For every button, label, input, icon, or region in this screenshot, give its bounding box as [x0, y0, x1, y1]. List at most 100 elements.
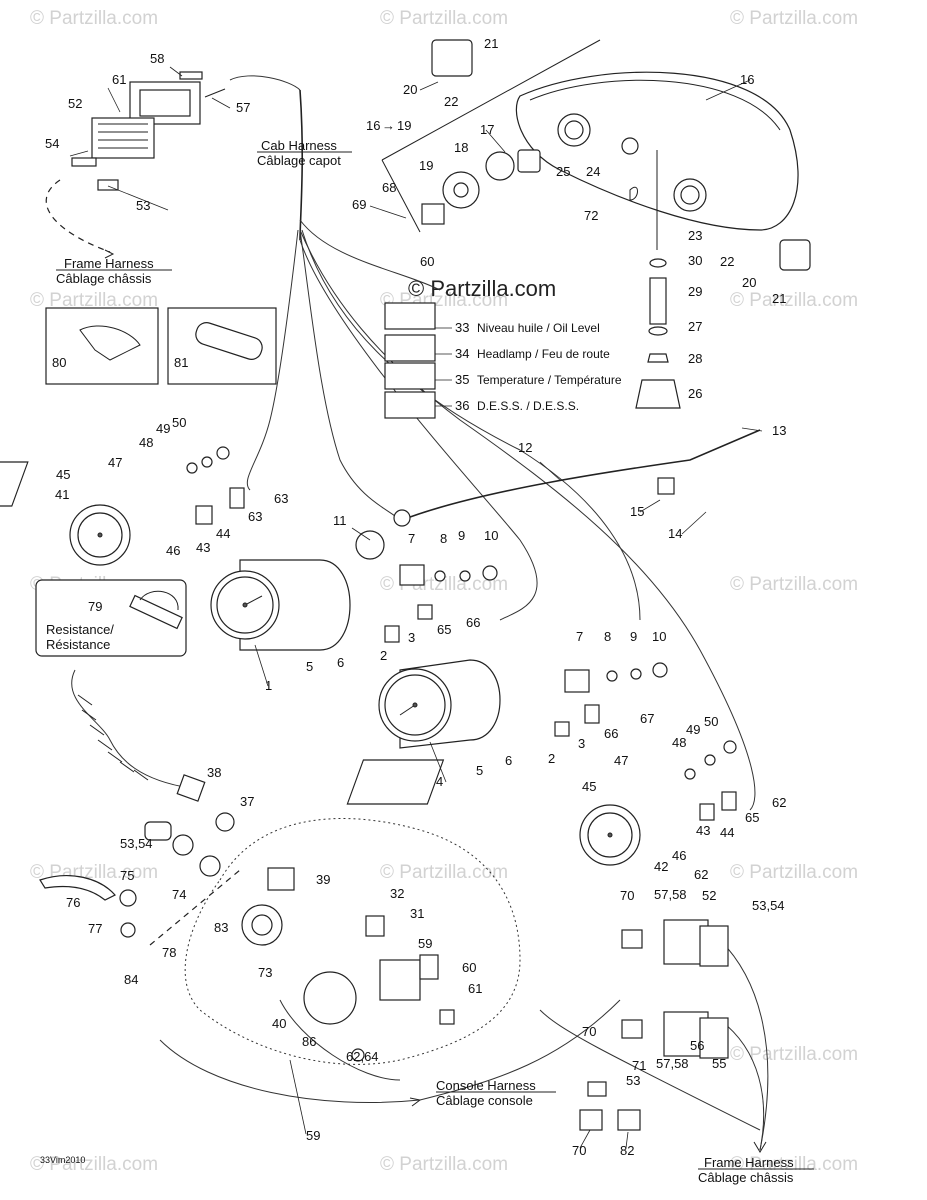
spring-icon: [649, 277, 667, 325]
callout: 61: [112, 72, 126, 87]
callout: 50: [172, 415, 186, 430]
connector-icon: [439, 1009, 455, 1025]
watermark: © Partzilla.com: [730, 1154, 858, 1175]
connector-icon: [421, 203, 445, 225]
callout: 70: [582, 1024, 596, 1039]
callout: 11: [333, 513, 347, 528]
callout: 62,64: [346, 1049, 379, 1064]
callout: 82: [620, 1143, 634, 1158]
indicator-num: 36: [455, 398, 469, 413]
resistance-label: Resistance/: [46, 622, 114, 637]
cab-harness-label: Cab Harness: [261, 138, 337, 153]
callout: 3: [578, 736, 585, 751]
connector-icon: [554, 721, 570, 737]
callout: 70: [572, 1143, 586, 1158]
callout: 18: [454, 140, 468, 155]
callout: 78: [162, 945, 176, 960]
callout: 42: [654, 859, 668, 874]
range-callout-from: 16: [366, 118, 380, 133]
callout: 54: [45, 136, 59, 151]
cab-harness-wires: [229, 75, 756, 811]
watermark: © Partzilla.com: [380, 8, 508, 29]
hour-meter-icon: [303, 971, 357, 1025]
callout: 9: [458, 528, 465, 543]
bracket-clip-icon: [587, 1081, 607, 1097]
callout: 62: [694, 867, 708, 882]
tachometer-icon: [378, 659, 501, 749]
connector-icon: [195, 505, 213, 525]
callout: 2: [548, 751, 555, 766]
callout: 48: [672, 735, 686, 750]
callout: 37: [240, 794, 254, 809]
speedometer-cable: [401, 429, 761, 521]
watermark: © Partzilla.com: [730, 1044, 858, 1065]
callout: 15: [630, 504, 644, 519]
callout: 63: [274, 491, 288, 506]
callout: 47: [614, 753, 628, 768]
callout: 75: [120, 868, 134, 883]
callout: 24: [586, 164, 600, 179]
indicator-label: Headlamp / Feu de route: [477, 347, 610, 361]
tether-clip-icon: [176, 774, 206, 802]
callout: 39: [316, 872, 330, 887]
callout: 60: [420, 254, 434, 269]
callout: 73: [258, 965, 272, 980]
sleeve-icon: [195, 322, 263, 360]
watermark: © Partzilla.com: [730, 862, 858, 883]
key-icon: [144, 821, 172, 841]
center-watermark: © Partzilla.com: [408, 276, 556, 301]
callout: 8: [604, 629, 611, 644]
callout: 57: [236, 100, 250, 115]
callout: 8: [440, 531, 447, 546]
watermark: © Partzilla.com: [380, 862, 508, 883]
connector-block-icon: [699, 925, 729, 967]
indicator-lamp-icon: [384, 302, 436, 330]
watermark: © Partzilla.com: [30, 290, 158, 311]
resistance-box: [35, 579, 187, 657]
connector-icon: [417, 604, 433, 620]
callout: 9: [630, 629, 637, 644]
callout: 74: [172, 887, 186, 902]
callout: 14: [668, 526, 682, 541]
callout: 58: [150, 51, 164, 66]
callout: 5: [476, 763, 483, 778]
callout: 10: [484, 528, 498, 543]
retaining-ring-icon: [485, 151, 515, 181]
callout: 62: [772, 795, 786, 810]
callout: 17: [480, 122, 494, 137]
callout: 22: [720, 254, 734, 269]
callout: 23: [688, 228, 702, 243]
footer-code: 33Vim2010: [40, 1155, 85, 1165]
bulb-icon: [517, 149, 541, 173]
speedometer-icon: [210, 559, 351, 651]
callout: 65: [745, 810, 759, 825]
callout: 21: [772, 291, 786, 306]
connector-icon: [384, 625, 400, 643]
callout: 66: [604, 726, 618, 741]
callout: 47: [108, 455, 122, 470]
callout: 67: [640, 711, 654, 726]
grommet-icon: [215, 812, 235, 832]
callout: 7: [576, 629, 583, 644]
relay-icon: [419, 954, 439, 980]
connector-icon: [721, 791, 737, 811]
callout: 83: [214, 920, 228, 935]
connector-block-icon: [699, 1017, 729, 1059]
callout: 41: [55, 487, 69, 502]
callout: 71: [632, 1058, 646, 1073]
callout: 79: [88, 599, 102, 614]
leader-lines: [69, 66, 763, 1149]
watermark: © Partzilla.com: [380, 1154, 508, 1175]
callout: 46: [672, 848, 686, 863]
pin-terminal-icon: [179, 71, 203, 80]
cab-connector-group: [45, 71, 226, 259]
watermark: © Partzilla.com: [30, 8, 158, 29]
callout: 59: [418, 936, 432, 951]
switch-icon: [267, 867, 295, 891]
indicator-label: D.E.S.S. / D.E.S.S.: [477, 399, 579, 413]
callout: 25: [556, 164, 570, 179]
callout: 44: [216, 526, 230, 541]
callout: 6: [337, 655, 344, 670]
callout: 45: [582, 779, 596, 794]
